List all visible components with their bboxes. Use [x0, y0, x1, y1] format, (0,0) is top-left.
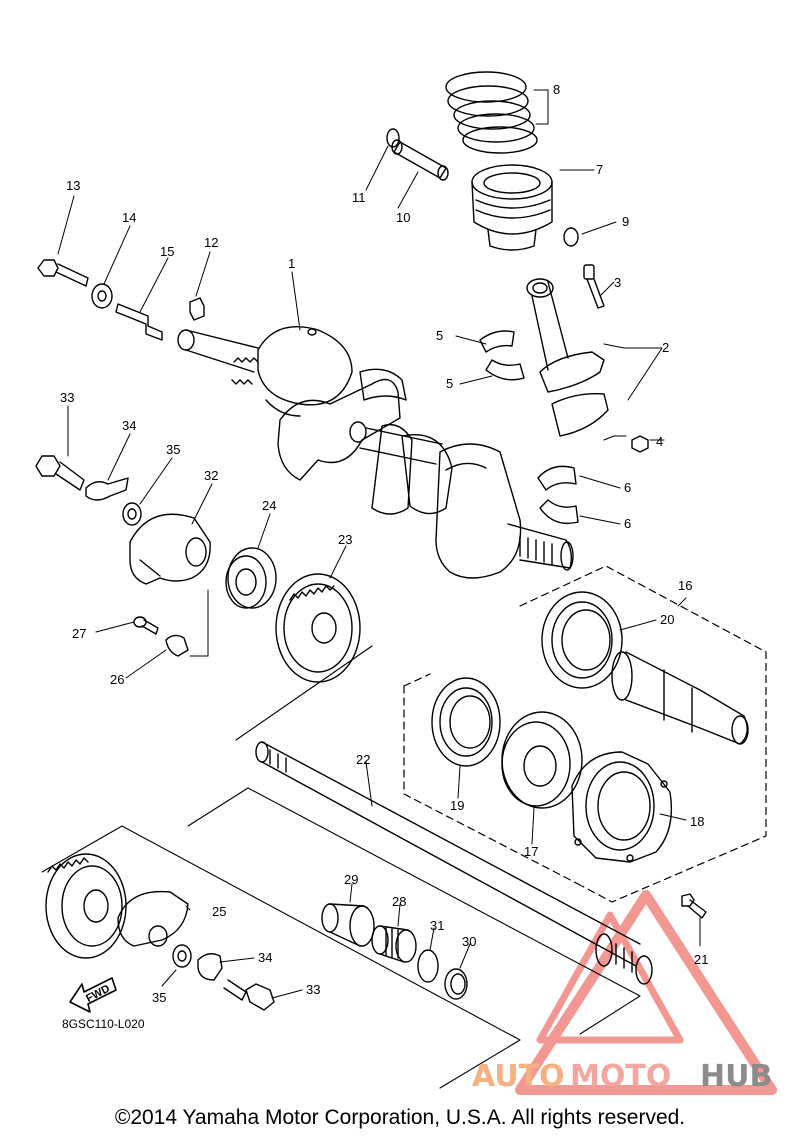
callout-21: 21	[694, 952, 708, 967]
oil-seal-outer[interactable]	[541, 591, 623, 689]
callout-34a: 34	[122, 418, 136, 433]
callout-4: 4	[656, 434, 663, 449]
callout-7: 7	[596, 162, 603, 177]
bearing-housing-assembly-box	[403, 565, 767, 903]
lower-assembly-leaders	[41, 645, 641, 1089]
callout-33a: 33	[60, 390, 74, 405]
callout-35b: 35	[152, 990, 166, 1005]
connecting-rod[interactable]	[526, 278, 609, 437]
crank-washer[interactable]	[91, 283, 113, 309]
bearing-housing[interactable]	[571, 751, 673, 863]
callout-24: 24	[262, 498, 276, 513]
gear-key[interactable]	[115, 303, 163, 341]
watermark-auto: AUTO	[472, 1059, 565, 1094]
balancer-washer-upper[interactable]	[122, 502, 142, 526]
callout-3: 3	[614, 275, 621, 290]
balancer-driven-gear[interactable]	[45, 853, 127, 959]
balancer-drive-gear[interactable]	[275, 573, 361, 683]
callout-6a: 6	[624, 480, 631, 495]
piston-pin-clip-left[interactable]	[386, 128, 400, 148]
callout-1: 1	[288, 256, 295, 271]
watermark-hub: HUB	[700, 1059, 772, 1094]
thrust-washer[interactable]	[444, 968, 468, 1000]
piston-pin[interactable]	[391, 139, 449, 181]
callout-27: 27	[72, 626, 86, 641]
balancer-weight[interactable]	[129, 513, 211, 585]
woodruff-key[interactable]	[189, 297, 205, 321]
callout-2: 2	[662, 340, 669, 355]
callout-32: 32	[204, 468, 218, 483]
callout-6b: 6	[624, 516, 631, 531]
callout-19: 19	[450, 798, 464, 813]
callout-18: 18	[690, 814, 704, 829]
main-bearing-upper[interactable]	[537, 465, 577, 491]
callout-20: 20	[660, 612, 674, 627]
balancer-bolt-lower[interactable]	[223, 979, 275, 1011]
oil-seal[interactable]	[431, 677, 501, 767]
con-rod-nut[interactable]	[631, 435, 649, 453]
callout-14: 14	[122, 210, 136, 225]
callout-13: 13	[66, 178, 80, 193]
piston[interactable]	[471, 164, 553, 251]
watermark-logo	[515, 890, 777, 1095]
callout-9: 9	[622, 214, 629, 229]
lock-washer-lower[interactable]	[197, 953, 223, 981]
main-bearing-lower[interactable]	[539, 499, 579, 525]
callout-16: 16	[678, 578, 692, 593]
callout-8: 8	[553, 82, 560, 97]
callout-35a: 35	[166, 442, 180, 457]
callout-17: 17	[524, 844, 538, 859]
callout-11: 11	[352, 190, 366, 205]
callout-leaders	[57, 89, 701, 999]
lock-plate[interactable]	[165, 634, 189, 657]
big-end-bearing-lower[interactable]	[485, 359, 525, 381]
plate-screw[interactable]	[133, 616, 159, 635]
callout-labels: 1 2 3 4 5 5 6 6 7 8 9 10 11 12 13 14 15 …	[60, 82, 708, 1005]
circlip[interactable]	[417, 949, 439, 983]
balancer-bearing[interactable]	[225, 547, 277, 609]
callout-10: 10	[396, 210, 410, 225]
callout-23: 23	[338, 532, 352, 547]
balancer-washer-lower[interactable]	[172, 944, 192, 968]
crank-end-bolt[interactable]	[37, 259, 89, 287]
callout-34b: 34	[258, 950, 272, 965]
callout-5a: 5	[436, 328, 443, 343]
piston-pin-clip-right[interactable]	[563, 227, 579, 247]
callout-22: 22	[356, 752, 370, 767]
fwd-arrow-icon	[69, 977, 117, 1013]
needle-bearing[interactable]	[371, 925, 417, 963]
piston-rings[interactable]	[445, 71, 538, 154]
copyright-notice: ©2014 Yamaha Motor Corporation, U.S.A. A…	[115, 1106, 685, 1129]
fwd-label: FWD	[84, 983, 112, 1005]
part-code: 8GSC110-L020	[62, 1017, 145, 1031]
main-shaft-bearing[interactable]	[501, 711, 583, 809]
balancer-shaft[interactable]	[255, 741, 653, 985]
housing-bolt[interactable]	[681, 893, 707, 919]
callout-26: 26	[110, 672, 124, 687]
callout-31: 31	[430, 918, 444, 933]
con-rod-bolt[interactable]	[583, 264, 605, 309]
bearing-housing-collar[interactable]	[611, 651, 749, 745]
callout-33b: 33	[306, 982, 320, 997]
balancer-bolt-upper[interactable]	[35, 455, 85, 491]
callout-29: 29	[344, 872, 358, 887]
callout-25: 25	[212, 904, 226, 919]
watermark-moto: MOTO	[570, 1059, 671, 1094]
callout-15: 15	[160, 244, 174, 259]
callout-28: 28	[392, 894, 406, 909]
callout-30: 30	[462, 934, 476, 949]
crankshaft[interactable]	[177, 326, 574, 579]
callout-5b: 5	[446, 376, 453, 391]
spacer-collar[interactable]	[321, 903, 375, 947]
balancer-weight-lower[interactable]	[117, 890, 189, 947]
lock-washer-upper[interactable]	[85, 477, 129, 501]
watermark-text: AUTO MOTO HUB	[472, 1059, 772, 1094]
big-end-bearing-upper[interactable]	[479, 330, 515, 353]
callout-12: 12	[204, 235, 218, 250]
